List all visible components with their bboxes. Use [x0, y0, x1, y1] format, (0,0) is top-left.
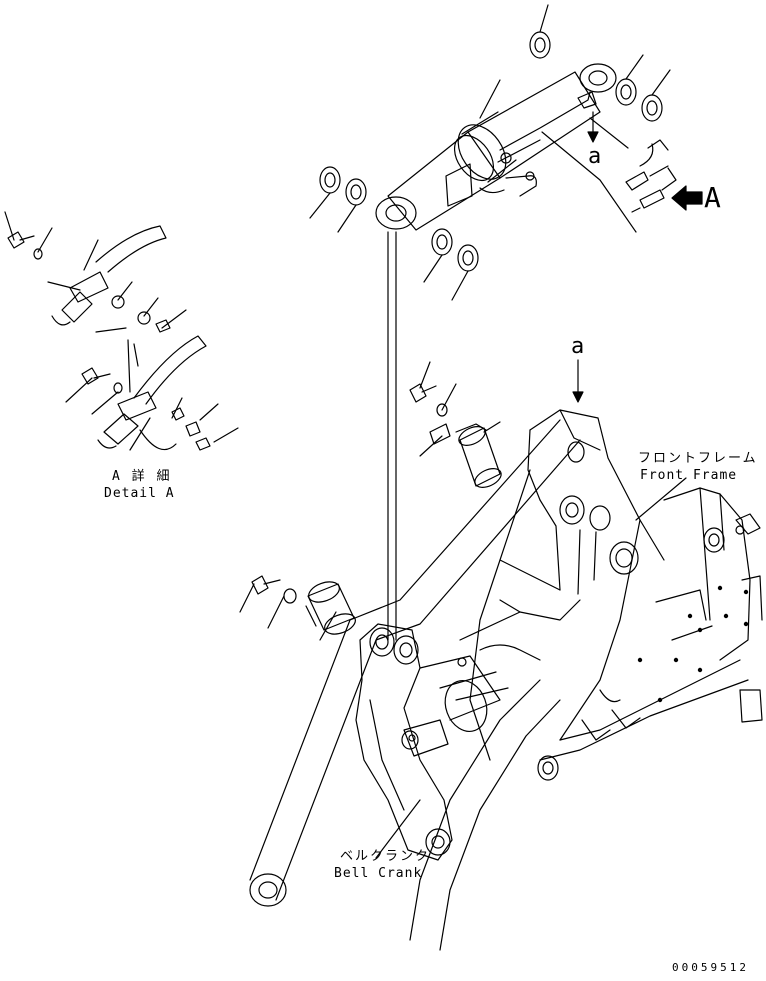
hydraulic-cylinder — [376, 64, 616, 230]
view-letter-a: A — [704, 181, 721, 214]
detail-a-caption-jp: A 詳 細 — [112, 469, 172, 484]
reference-route-a — [542, 112, 636, 402]
bell-crank-label-jp: ベルクランク — [340, 849, 431, 864]
bell-crank — [356, 624, 508, 860]
view-direction-arrow-icon — [672, 186, 702, 210]
detail-a-caption-en: Detail A — [104, 486, 175, 501]
reference-letter-a-frame: a — [571, 334, 585, 359]
reference-letter-a-top: a — [588, 144, 602, 169]
lift-arm-right — [410, 680, 560, 950]
pin-assembly-lower — [252, 576, 358, 638]
lift-arm-left — [250, 420, 580, 906]
front-frame-label-en: Front Frame — [640, 468, 738, 483]
bell-crank-label-en: Bell Crank — [334, 866, 423, 881]
document-number: 00059512 — [672, 961, 749, 974]
detail-a-assembly — [8, 226, 210, 450]
label-leaders — [376, 478, 686, 858]
leader-lines — [5, 5, 670, 640]
hose-fittings-view-a — [626, 140, 676, 212]
pin-assembly-upper — [410, 384, 504, 491]
link-rods — [388, 232, 396, 640]
front-frame-label-jp: フロントフレーム — [638, 451, 758, 466]
front-frame — [460, 410, 762, 780]
washer-group-top — [320, 32, 662, 271]
